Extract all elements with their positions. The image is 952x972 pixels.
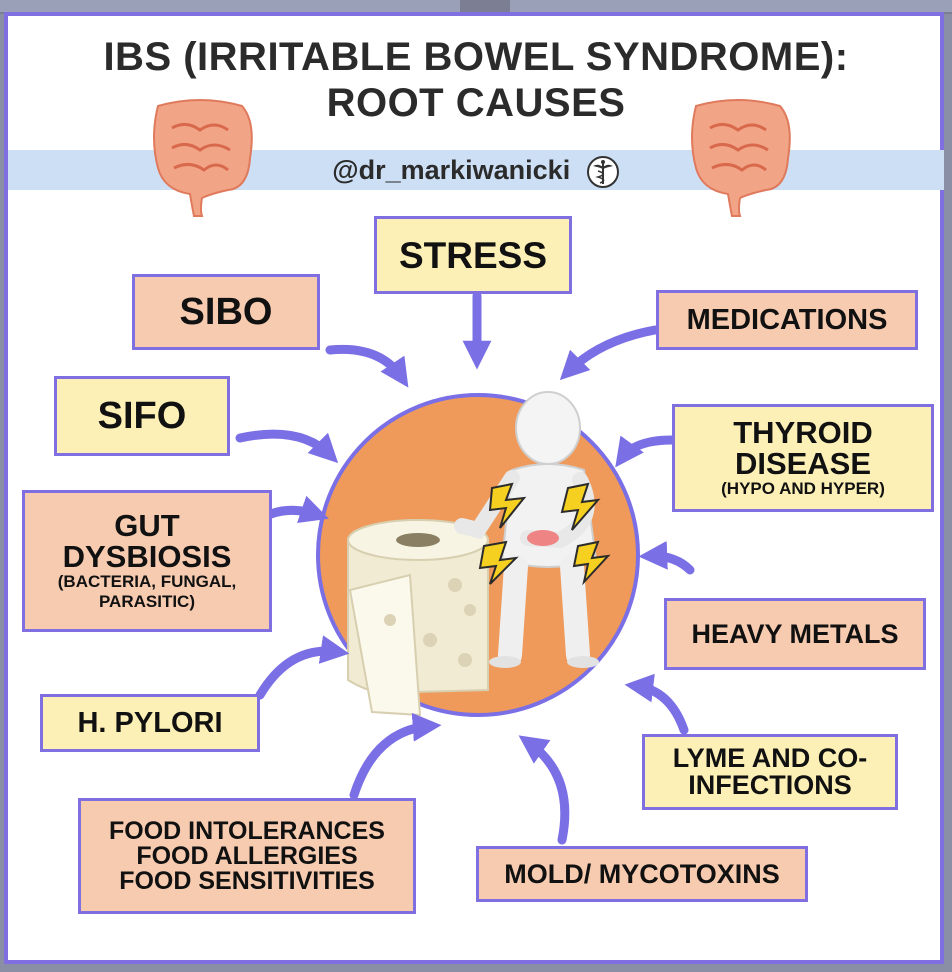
cause-lyme-line2: INFECTIONS bbox=[688, 770, 852, 800]
cause-mold-label: MOLD/ MYCOTOXINS bbox=[504, 858, 780, 889]
author-handle: @dr_markiwanicki bbox=[0, 150, 952, 190]
cause-lyme-line1: LYME AND CO- bbox=[672, 743, 868, 773]
cause-mold: MOLD/ MYCOTOXINS bbox=[476, 846, 808, 902]
arrow-food bbox=[349, 712, 442, 800]
cause-medications: MEDICATIONS bbox=[656, 290, 918, 350]
cause-sibo-label: SIBO bbox=[179, 291, 273, 333]
top-strip-segment bbox=[510, 0, 952, 12]
cause-stress-label: STRESS bbox=[398, 234, 548, 276]
arrow-mold bbox=[518, 735, 570, 845]
cause-h-pylori-label: H. PYLORI bbox=[77, 706, 223, 739]
cause-gut-sub1: (BACTERIA, FUNGAL, bbox=[57, 572, 237, 591]
arrow-heavy-metals bbox=[638, 540, 695, 575]
cause-h-pylori: H. PYLORI bbox=[40, 694, 260, 752]
cause-sifo: SIFO bbox=[54, 376, 230, 456]
title-line-1: IBS (IRRITABLE BOWEL SYNDROME): bbox=[103, 35, 849, 79]
cause-food-line2: FOOD ALLERGIES bbox=[136, 841, 358, 870]
arrow-sifo bbox=[235, 429, 339, 464]
arrow-lyme bbox=[624, 673, 689, 735]
handle-text: @dr_markiwanicki bbox=[332, 155, 571, 185]
cause-heavy-metals: HEAVY METALS bbox=[664, 598, 926, 670]
cause-sibo: SIBO bbox=[132, 274, 320, 350]
cause-gut-sub2: PARASITIC) bbox=[98, 592, 195, 611]
arrow-sibo bbox=[325, 344, 409, 388]
top-strip bbox=[0, 0, 952, 14]
cause-lyme: LYME AND CO- INFECTIONS bbox=[642, 734, 898, 810]
cause-sifo-label: SIFO bbox=[97, 395, 187, 437]
page-title: IBS (IRRITABLE BOWEL SYNDROME): ROOT CAU… bbox=[0, 34, 952, 126]
arrow-thyroid bbox=[615, 435, 677, 468]
cause-thyroid: THYROID DISEASE (HYPO AND HYPER) bbox=[672, 404, 934, 512]
cause-thyroid-line2: DISEASE bbox=[734, 446, 872, 481]
cause-food-line3: FOOD SENSITIVITIES bbox=[119, 866, 375, 895]
cause-medications-label: MEDICATIONS bbox=[686, 303, 888, 336]
arrow-medications bbox=[559, 325, 660, 381]
arrow-h-pylori bbox=[255, 635, 350, 700]
pain-bolts bbox=[478, 482, 611, 586]
cause-gut-dysbiosis: GUT DYSBIOSIS (BACTERIA, FUNGAL, PARASIT… bbox=[22, 490, 272, 632]
title-line-2: ROOT CAUSES bbox=[326, 81, 626, 125]
cause-heavy-metals-label: HEAVY METALS bbox=[691, 618, 899, 649]
cause-gut-line1: GUT bbox=[114, 508, 180, 543]
intestine-icon bbox=[153, 99, 253, 217]
cause-arrows bbox=[235, 291, 695, 845]
cause-food-line1: FOOD INTOLERANCES bbox=[109, 816, 385, 845]
toilet-paper-roll bbox=[347, 519, 489, 717]
cause-stress: STRESS bbox=[374, 216, 572, 294]
intestine-icon bbox=[691, 99, 791, 217]
cause-thyroid-sub: (HYPO AND HYPER) bbox=[721, 479, 885, 498]
cause-food: FOOD INTOLERANCES FOOD ALLERGIES FOOD SE… bbox=[78, 798, 416, 914]
cause-gut-line2: DYSBIOSIS bbox=[62, 539, 232, 574]
top-strip-segment bbox=[0, 0, 460, 12]
cause-thyroid-line1: THYROID bbox=[733, 415, 873, 450]
caduceus-icon bbox=[586, 155, 619, 188]
